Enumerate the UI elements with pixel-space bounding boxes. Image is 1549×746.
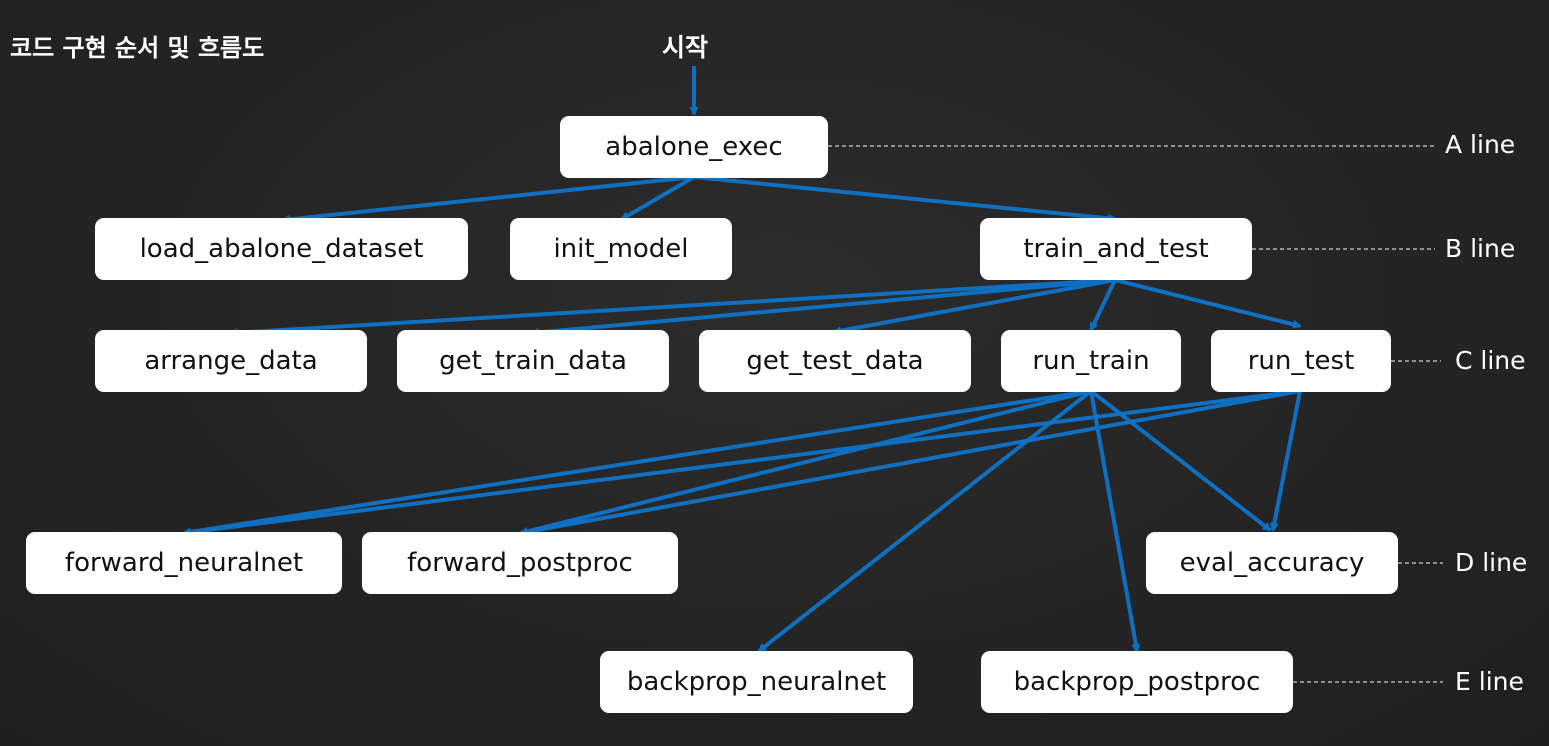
node-run-test[interactable]: run_test: [1211, 330, 1391, 392]
edge-train-and-test-to-get-test-data: [832, 278, 1116, 336]
edge-run-train-to-backprop-neuralnet: [757, 389, 1093, 653]
edge-run-test-to-eval-accuracy: [1269, 390, 1302, 532]
node-get-train-data[interactable]: get_train_data: [397, 330, 669, 392]
node-forward-neuralnet[interactable]: forward_neuralnet: [26, 532, 342, 594]
node-init-model[interactable]: init_model: [510, 218, 732, 280]
e-line-label: E line: [1455, 667, 1524, 696]
edge-run-test-to-forward-postproc: [519, 389, 1301, 537]
node-eval-accuracy[interactable]: eval_accuracy: [1146, 532, 1398, 594]
edge-run-train-to-backprop-postproc: [1089, 390, 1141, 653]
node-backprop-neuralnet[interactable]: backprop_neuralnet: [600, 651, 913, 713]
edge-train-and-test-to-run-test: [1114, 278, 1302, 329]
node-abalone-exec[interactable]: abalone_exec: [560, 116, 828, 178]
edge-run-train-to-forward-neuralnet: [182, 389, 1092, 537]
c-line-label: C line: [1455, 346, 1526, 375]
node-train-and-test[interactable]: train_and_test: [980, 218, 1252, 280]
edge-abalone-exec-to-load-abalone-dataset: [281, 175, 695, 224]
node-arrange-data[interactable]: arrange_data: [95, 330, 367, 392]
node-run-train[interactable]: run_train: [1001, 330, 1181, 392]
edge-train-and-test-to-run-train: [1089, 279, 1117, 332]
start-label: 시작: [662, 33, 709, 62]
edge-run-train-to-forward-postproc: [519, 389, 1092, 536]
b-line-label: B line: [1445, 234, 1516, 263]
edge-run-test-to-forward-neuralnet: [182, 389, 1301, 537]
node-get-test-data[interactable]: get_test_data: [699, 330, 971, 392]
edge-train-and-test-to-arrange-data: [229, 278, 1116, 338]
d-line-label: D line: [1455, 548, 1528, 577]
node-backprop-postproc[interactable]: backprop_postproc: [981, 651, 1293, 713]
page-title: 코드 구현 순서 및 흐름도: [10, 34, 265, 62]
a-line-label: A line: [1445, 130, 1516, 159]
node-forward-postproc[interactable]: forward_postproc: [362, 532, 678, 594]
node-load-abalone-dataset[interactable]: load_abalone_dataset: [95, 218, 468, 280]
edge-train-and-test-to-get-train-data: [530, 278, 1116, 337]
edge-abalone-exec-to-init-model: [620, 175, 696, 221]
edge-abalone-exec-to-train-and-test: [693, 175, 1117, 223]
